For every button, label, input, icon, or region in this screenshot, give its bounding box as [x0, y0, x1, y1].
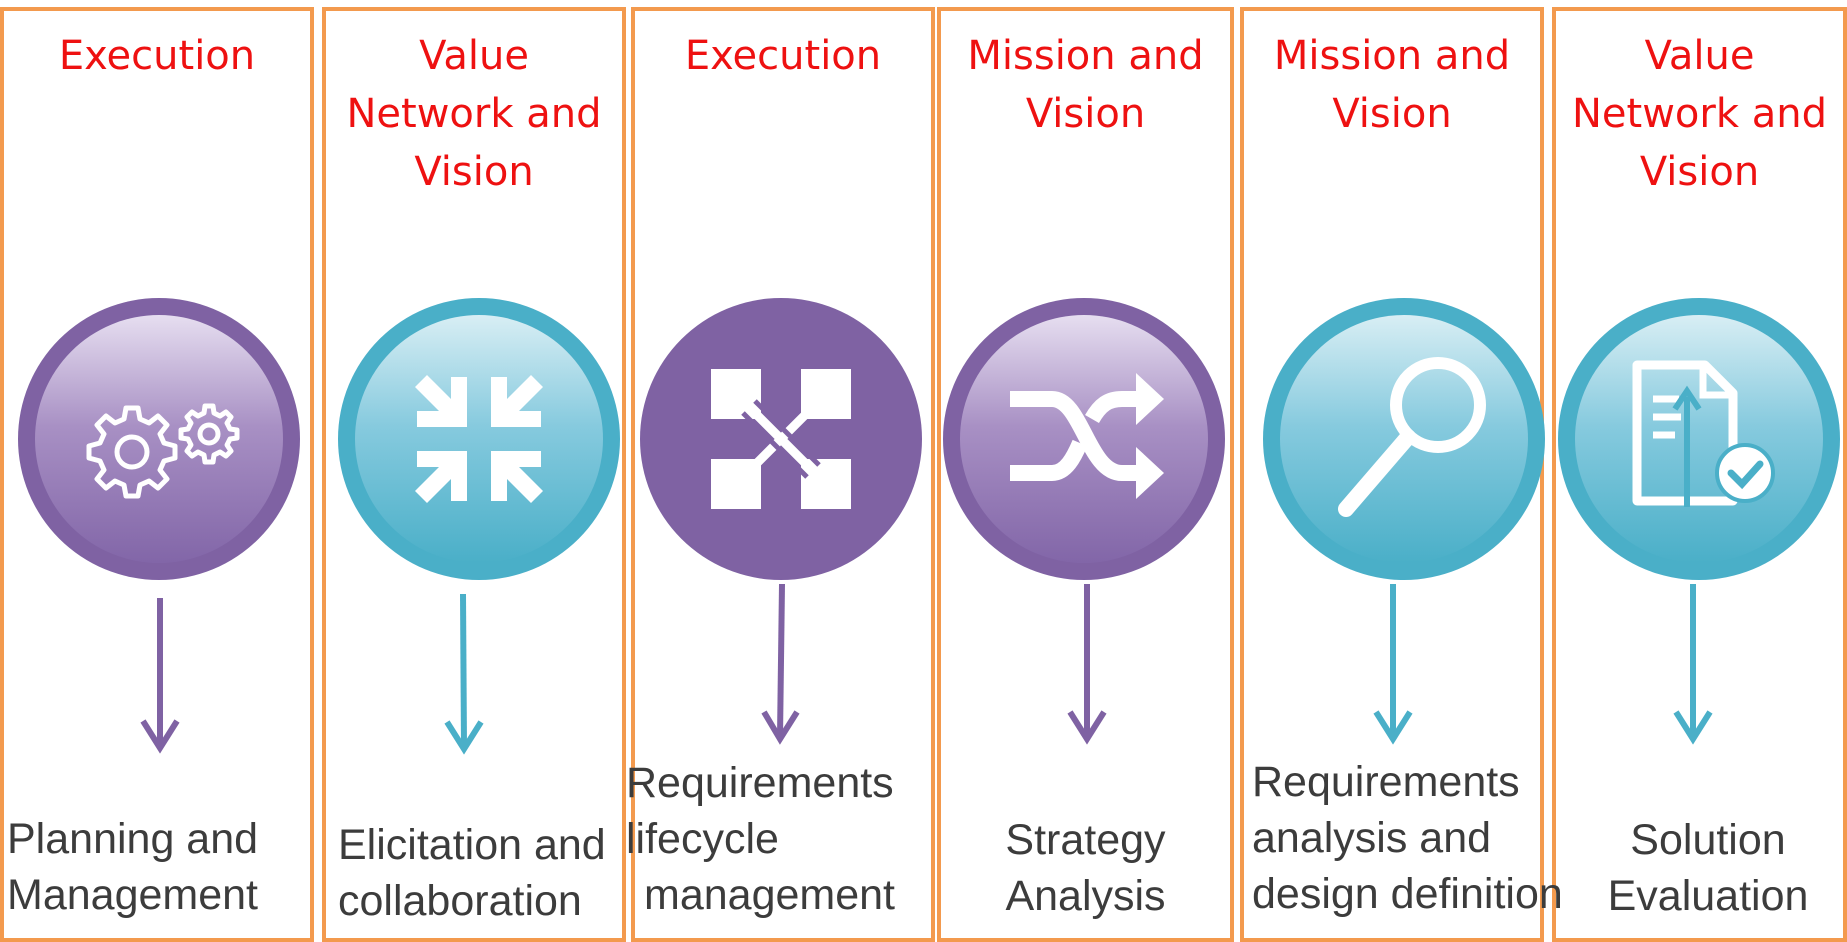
column-title: Value Network and Vision	[326, 27, 622, 201]
caption-line: Evaluation	[1607, 872, 1809, 920]
title-line: Vision	[1025, 91, 1146, 137]
caption-line: analysis and	[1252, 814, 1492, 862]
title-line: Vision	[1639, 149, 1760, 195]
down-arrow-5	[1373, 584, 1413, 745]
shuffle-icon	[1010, 373, 1164, 499]
caption-line: lifecycle	[626, 815, 779, 863]
caption-line: Analysis	[1005, 872, 1166, 920]
caption-line: Requirements	[1252, 758, 1520, 806]
magnifier-icon	[1338, 357, 1486, 517]
caption-requirements-analysis: Requirements analysis and design definit…	[1252, 754, 1563, 922]
process-circle-4	[942, 297, 1226, 581]
gears-icon	[86, 403, 240, 499]
column-6: Value Network and Vision	[1552, 7, 1847, 942]
caption-line: Solution	[1630, 816, 1786, 864]
column-title: Mission and Vision	[1244, 27, 1540, 143]
title-line: Value	[1644, 33, 1755, 79]
title-line: Network and	[1572, 91, 1827, 137]
column-5: Mission and Vision	[1240, 7, 1544, 942]
column-4: Mission and Vision	[937, 7, 1234, 942]
caption-line: design definition	[1252, 870, 1563, 918]
title-line: Vision	[414, 149, 534, 195]
caption-requirements-lifecycle: Requirements lifecycle management	[626, 755, 895, 923]
title-line: Vision	[1332, 91, 1452, 137]
caption-line: Strategy	[1005, 816, 1166, 864]
caption-line: collaboration	[338, 877, 582, 925]
process-circle-1	[17, 297, 301, 581]
down-arrow-6	[1673, 584, 1713, 745]
caption-line: management	[644, 871, 895, 919]
title-line: Execution	[58, 33, 256, 79]
document-check-icon	[1632, 360, 1775, 507]
title-line: Network and	[346, 91, 602, 137]
process-circle-2	[337, 297, 621, 581]
collapse-arrows-icon	[415, 375, 543, 503]
caption-solution-evaluation: Solution Evaluation	[1570, 812, 1846, 924]
caption-line: Elicitation and	[338, 821, 606, 869]
process-circle-5	[1262, 297, 1546, 581]
column-2: Value Network and Vision	[322, 7, 626, 942]
title-line: Mission and	[967, 33, 1204, 79]
caption-strategy-analysis: Strategy Analysis	[937, 812, 1234, 924]
title-line: Execution	[684, 33, 882, 79]
caption-line: Requirements	[626, 759, 894, 807]
column-title: Mission and Vision	[941, 27, 1230, 143]
title-line: Mission and	[1273, 33, 1511, 79]
column-title: Execution	[4, 27, 310, 85]
column-3: Execution	[631, 7, 935, 942]
down-arrow-1	[140, 598, 180, 754]
column-title: Value Network and Vision	[1556, 27, 1843, 201]
title-line: Value	[419, 33, 529, 79]
process-circle-3	[639, 297, 923, 581]
process-circle-6	[1557, 297, 1841, 581]
column-1: Execution	[0, 7, 314, 942]
caption-line: Management	[7, 871, 258, 919]
caption-line: Planning and	[7, 815, 259, 863]
caption-elicitation-collaboration: Elicitation and collaboration	[338, 817, 606, 929]
down-arrow-4	[1067, 584, 1107, 745]
down-arrow-2	[444, 593, 484, 755]
down-arrow-3	[761, 583, 800, 745]
network-blocks-icon	[711, 369, 851, 509]
caption-planning-management: Planning and Management	[7, 811, 258, 923]
column-title: Execution	[635, 27, 931, 85]
